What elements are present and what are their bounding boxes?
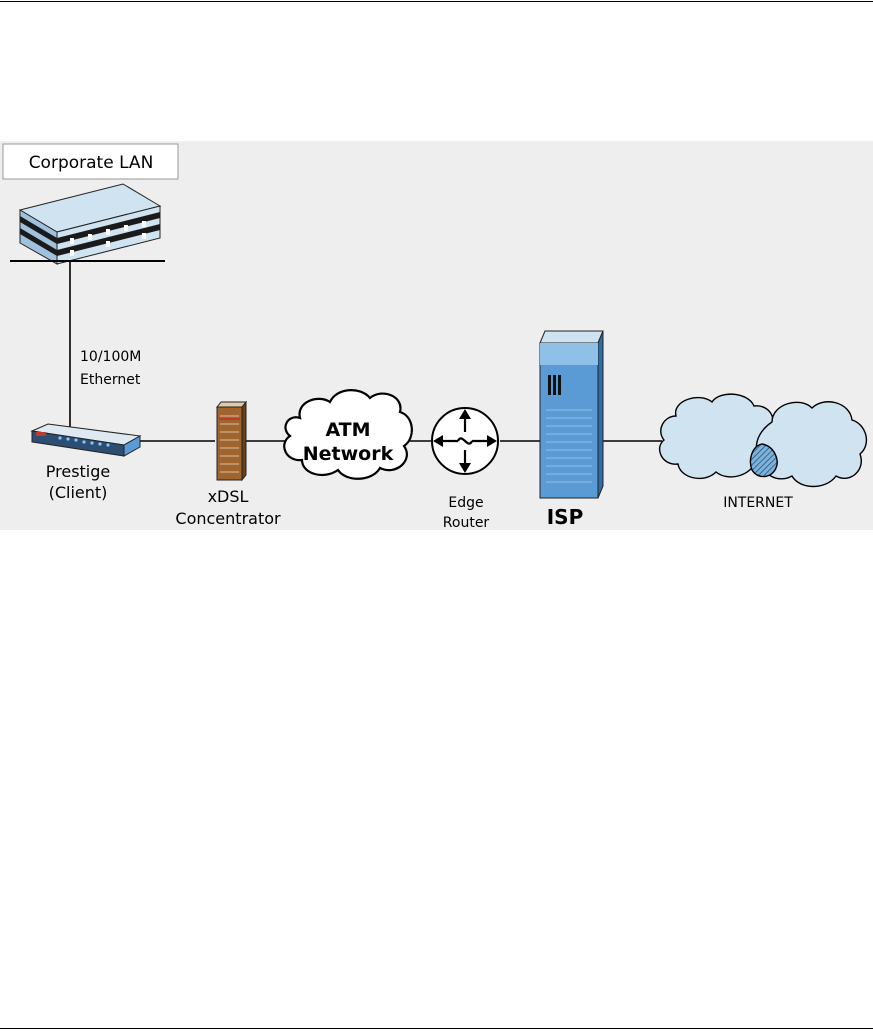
ethernet-label-line1: 10/100M [80, 349, 141, 365]
corporate-lan-label-box: Corporate LAN [2, 143, 179, 180]
top-rule [0, 1, 873, 2]
prestige-label-line2: (Client) [49, 483, 108, 502]
connection-lines [69, 262, 662, 442]
concentrator-label-line1: xDSL [208, 487, 249, 506]
isp-label: ISP [547, 505, 584, 529]
router-label-line1: Edge [448, 495, 483, 511]
internet-cloud-icon [659, 393, 868, 488]
router-label-line2: Router [443, 515, 490, 530]
atm-network-cloud [283, 389, 413, 480]
internet-label: INTERNET [723, 495, 793, 511]
corporate-lan-label: Corporate LAN [29, 153, 154, 173]
isp-server-icon [539, 330, 604, 499]
network-diagram: Corporate LAN 10/100M Ethernet [0, 141, 873, 530]
atm-label-line1: ATM [325, 419, 370, 441]
concentrator-label-line2: Concentrator [175, 509, 281, 528]
atm-label-line2: Network [303, 443, 394, 465]
ethernet-label-line2: Ethernet [80, 372, 141, 388]
edge-router-icon [431, 407, 499, 475]
bottom-rule [0, 1028, 873, 1029]
prestige-label-line1: Prestige [46, 462, 111, 481]
prestige-modem-icon [30, 423, 142, 457]
office-building-icon [10, 183, 165, 265]
xdsl-concentrator-icon [215, 400, 248, 482]
